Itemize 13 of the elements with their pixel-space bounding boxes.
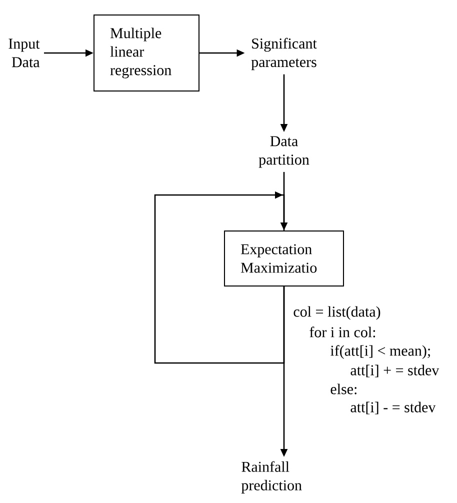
step-label: Data partition (258, 136, 310, 168)
process-box: Multiple linear regression (94, 14, 200, 92)
code-line: else: (330, 384, 356, 394)
step-label: Rainfall prediction (241, 461, 302, 494)
process-box: Expectation Maximizatio (224, 230, 344, 286)
code-line: for i in col: (310, 326, 376, 338)
code-line: att[i] - = stdev (350, 402, 436, 414)
feedback-arrow (154, 191, 285, 364)
step-label: Input Data (8, 38, 40, 68)
code-line: att[i] + = stdev (350, 364, 440, 378)
code-line: col = list(data) (294, 306, 380, 320)
step-label: Significant parameters (251, 38, 317, 70)
code-line: if(att[i] < mean); (330, 345, 430, 359)
